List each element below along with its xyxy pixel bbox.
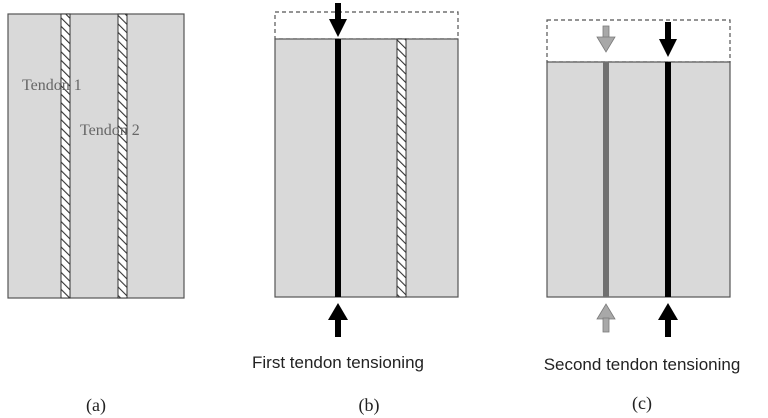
arrow-up-icon xyxy=(658,303,678,337)
arrow-up-icon xyxy=(328,303,348,337)
tendon-1-duct xyxy=(60,13,71,299)
tendon-2-label: Tendon 2 xyxy=(80,122,140,139)
tendon-1-previous xyxy=(603,62,609,297)
description-c: Second tendon tensioning xyxy=(544,355,741,374)
wall-c xyxy=(546,61,731,298)
caption-b: (b) xyxy=(359,395,380,416)
panel-c: Second tendon tensioning (c) xyxy=(544,19,741,414)
arrow-up-icon-grey xyxy=(596,303,616,333)
arrow-down-icon xyxy=(329,3,347,37)
caption-a: (a) xyxy=(86,395,106,416)
tendon-2-duct xyxy=(117,13,128,299)
caption-c: (c) xyxy=(632,393,652,414)
wall-a xyxy=(7,13,185,299)
tendon-2-duct xyxy=(396,38,407,298)
arrow-down-icon xyxy=(659,22,677,57)
tendon-2-tensioned xyxy=(665,62,671,297)
wall-b-extension-dashed xyxy=(274,11,459,40)
arrow-down-icon-grey xyxy=(596,25,616,53)
wall-c-extension-dashed xyxy=(546,19,731,63)
tendon-1-label: Tendon 1 xyxy=(22,77,82,94)
wall-b xyxy=(274,38,459,298)
panel-a: Tendon 1 Tendon 2 (a) xyxy=(7,13,185,416)
description-b: First tendon tensioning xyxy=(252,353,424,372)
tendon-1-tensioned xyxy=(335,39,341,297)
panel-b: First tendon tensioning (b) xyxy=(252,3,459,416)
